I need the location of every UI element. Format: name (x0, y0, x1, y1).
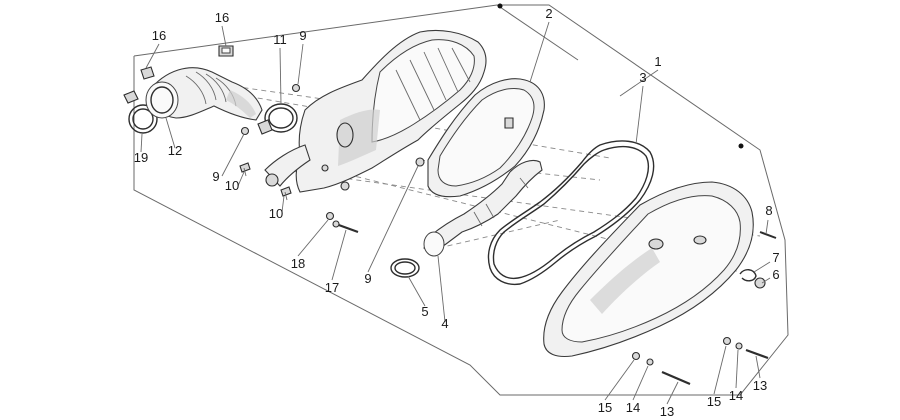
parts-17-18-bolt (325, 211, 359, 234)
leader-lines (140, 21, 771, 405)
part-9-nuts (240, 83, 425, 167)
callout-c6: 6 (772, 267, 779, 282)
parts-6-7-8-fasteners (739, 231, 777, 289)
callout-c18: 18 (291, 256, 305, 271)
part-16-clips (140, 45, 234, 80)
callout-c8: 8 (765, 203, 772, 218)
callout-c19: 19 (134, 150, 148, 165)
assembly-frame (133, 4, 789, 396)
parts-13-14-15-bolts (631, 336, 769, 386)
callout-c2: 2 (545, 6, 552, 21)
callout-c16a: 16 (152, 28, 166, 43)
callout-c3: 3 (639, 70, 646, 85)
filter-box-housing (264, 3, 503, 193)
callout-c13b: 13 (753, 378, 767, 393)
callout-c4: 4 (441, 316, 448, 331)
callout-c14a: 14 (626, 400, 640, 415)
callout-c9a: 9 (299, 28, 306, 43)
part-19-clamp (123, 90, 158, 134)
callout-c12: 12 (168, 143, 182, 158)
part-10-screws (239, 162, 292, 201)
callout-c5: 5 (421, 304, 428, 319)
callout-c10a: 10 (225, 178, 239, 193)
callout-c13a: 13 (660, 404, 674, 419)
part-4-inlet-snorkel (423, 159, 543, 257)
callout-c10b: 10 (269, 206, 283, 221)
part-3-seal-gasket (487, 140, 655, 286)
callout-c9c: 9 (364, 271, 371, 286)
callout-c14b: 14 (729, 388, 743, 403)
callout-c7: 7 (772, 250, 779, 265)
callout-c17: 17 (325, 280, 339, 295)
part-1-filter-cover (543, 143, 754, 358)
callout-c16b: 16 (215, 10, 229, 25)
callout-c9b: 9 (212, 169, 219, 184)
callout-c1: 1 (654, 54, 661, 69)
part-5-gasket (390, 258, 420, 278)
callout-c11: 11 (273, 32, 287, 47)
callout-c15b: 15 (707, 394, 721, 409)
part-2-filter-element (427, 78, 545, 198)
callout-c15a: 15 (598, 400, 612, 415)
part-12-intake-duct (145, 67, 263, 121)
part-11-hose-clamp (257, 103, 298, 135)
